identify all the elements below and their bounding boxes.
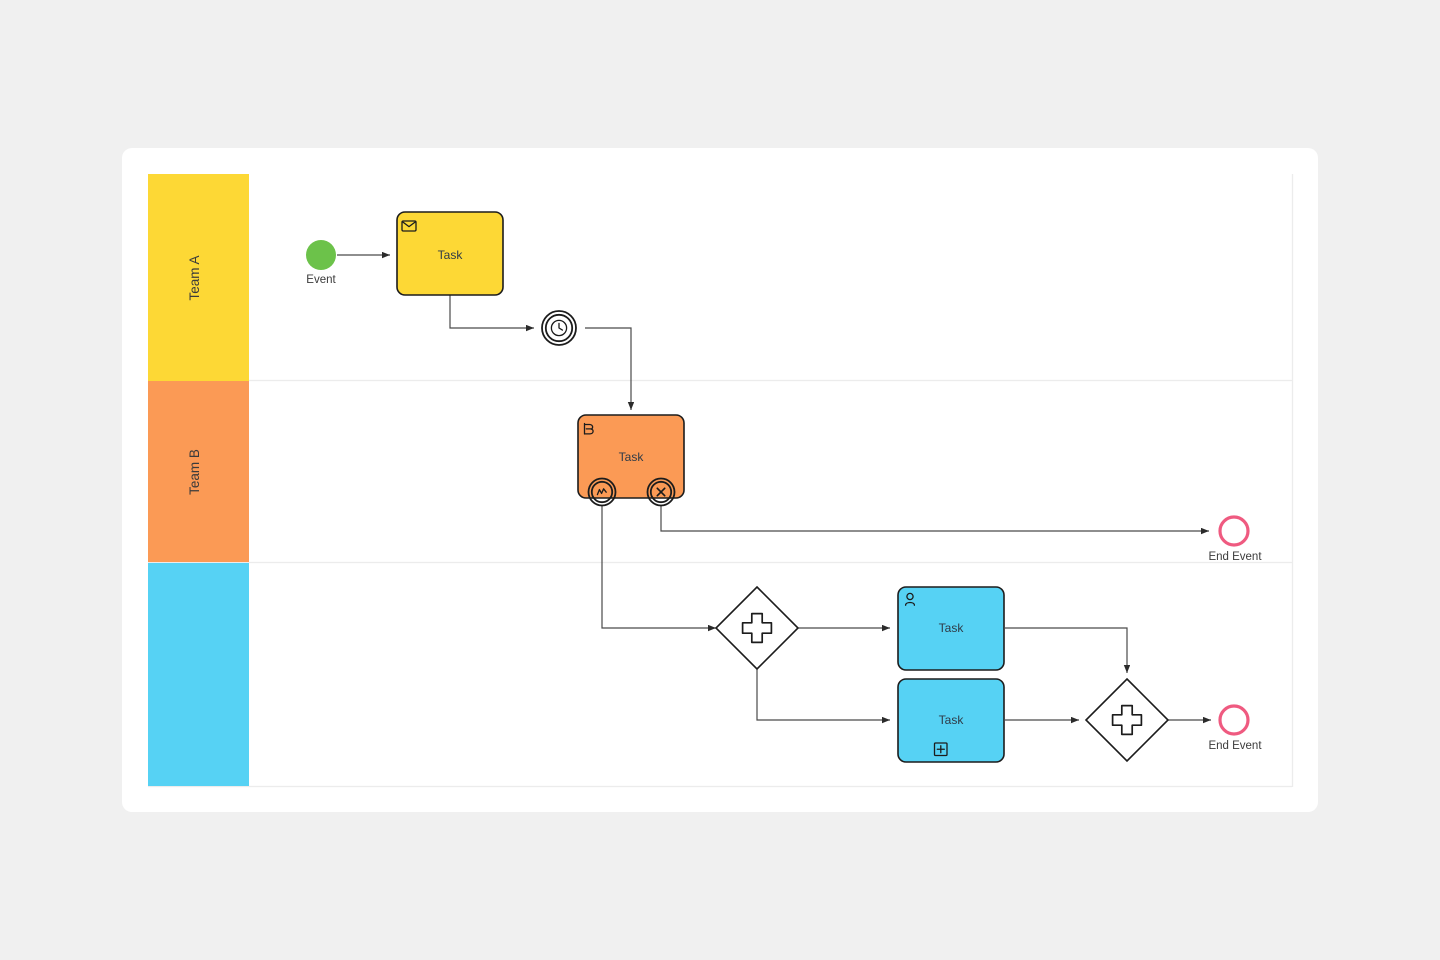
gateway-join[interactable] [1084, 677, 1170, 763]
boundary-cancel-inner-ring [649, 480, 673, 504]
end-event-b-circle [1218, 515, 1250, 547]
task-user-box [897, 586, 1005, 671]
flow-task-send-to-timer [449, 295, 534, 332]
cancel-x-icon [656, 487, 666, 497]
hand-pointer-icon [583, 422, 594, 435]
flow-cancel-to-end-event-b [660, 505, 1209, 535]
lane-header-team-b[interactable]: Team B [148, 381, 249, 562]
end-event-b-label: End Event [1208, 551, 1262, 563]
end-event-c[interactable]: End Event [1208, 704, 1262, 752]
plus-box-icon [933, 742, 948, 757]
boundary-signal-event[interactable] [587, 477, 617, 507]
boundary-cancel-outer-ring [646, 477, 676, 507]
lane-color-bar-team-a [148, 174, 249, 381]
lane-label-team-a: Team A [187, 255, 202, 300]
task-user-label: Task [939, 621, 965, 635]
end-event-b[interactable]: End Event [1208, 515, 1262, 563]
user-icon [904, 592, 916, 606]
plus-icon [741, 612, 773, 644]
start-event-label: Event [306, 274, 336, 286]
flow-task-user-to-gateway-join [1005, 627, 1131, 673]
flow-timer-to-task-manual [585, 327, 635, 410]
boundary-signal-inner-ring [590, 480, 614, 504]
boundary-cancel-event[interactable] [646, 477, 676, 507]
lane-label-team-b: Team B [187, 449, 202, 495]
end-event-c-label: End Event [1208, 740, 1262, 752]
lane-color-bar-team-c [148, 563, 249, 786]
task-send-box [396, 211, 504, 296]
gateway-split[interactable] [714, 585, 800, 671]
flow-signal-to-gateway-split [601, 505, 716, 632]
task-send[interactable]: Task [396, 211, 504, 296]
task-subprocess-label: Task [939, 713, 965, 727]
end-event-c-circle [1218, 704, 1250, 736]
clock-icon [550, 319, 568, 337]
lane-color-bar-team-b [148, 381, 249, 562]
task-user[interactable]: Task [897, 586, 1005, 671]
lane-header-team-c[interactable] [148, 563, 249, 786]
plus-icon [1111, 704, 1143, 736]
zigzag-icon [596, 488, 607, 496]
envelope-icon [401, 220, 417, 232]
task-manual-label: Task [619, 450, 645, 464]
start-event[interactable]: Event [306, 240, 337, 286]
timer-event-inner-ring [544, 313, 574, 343]
task-subprocess-box [897, 678, 1005, 763]
gateway-split-diamond [714, 585, 800, 671]
lane-header-team-a[interactable]: Team A [148, 174, 249, 381]
sequence-flows [337, 251, 1211, 724]
task-send-label: Task [438, 248, 464, 262]
task-manual[interactable]: Task [577, 414, 685, 499]
task-manual-box [577, 414, 685, 499]
gateway-join-diamond [1084, 677, 1170, 763]
flow-gateway-split-to-task-subprocess [756, 669, 890, 724]
boundary-signal-outer-ring [587, 477, 617, 507]
task-subprocess[interactable]: Task [897, 678, 1005, 763]
timer-event[interactable] [541, 310, 577, 346]
lane-separators [148, 174, 1294, 788]
start-event-circle [306, 240, 336, 270]
timer-event-outer-ring [541, 310, 577, 346]
